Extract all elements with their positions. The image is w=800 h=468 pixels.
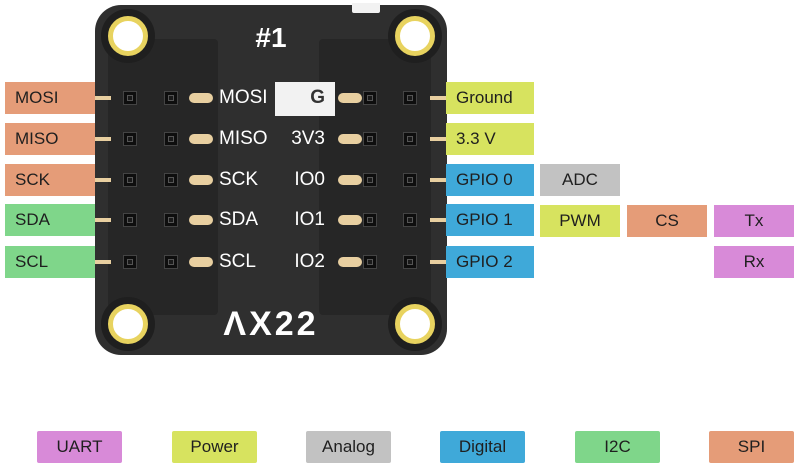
pin-pad (338, 134, 362, 144)
right-pin-tag: 3.3 V (446, 123, 534, 155)
pin-pad (338, 175, 362, 185)
right-pin-tag: GPIO 1 (446, 204, 534, 236)
right-board-pin-label: IO2 (294, 251, 325, 272)
legend-analog: Analog (306, 431, 391, 463)
header-pin (164, 91, 178, 105)
left-pin-tag: MOSI (5, 82, 95, 114)
header-pin (164, 132, 178, 146)
header-pin (403, 173, 417, 187)
mounting-hole-bottom-left (108, 304, 148, 344)
header-pin (363, 173, 377, 187)
header-pin (403, 132, 417, 146)
header-pin (164, 255, 178, 269)
left-pin-tag: MISO (5, 123, 95, 155)
pin-pad (189, 175, 213, 185)
legend-power: Power (172, 431, 257, 463)
legend-digital: Digital (440, 431, 525, 463)
header-pin (123, 173, 137, 187)
legend-spi: SPI (709, 431, 794, 463)
pin-pad (189, 257, 213, 267)
mounting-hole-top-right (395, 16, 435, 56)
left-pin-tag: SCK (5, 164, 95, 196)
header-pin (363, 132, 377, 146)
pin-pad (338, 93, 362, 103)
right-pin-wire (430, 260, 446, 264)
right-pin-wire (430, 96, 446, 100)
pin-pad (189, 134, 213, 144)
left-board-pin-label: SCK (219, 169, 259, 190)
left-board-pin-label: MISO (219, 128, 268, 149)
left-pin-wire (95, 218, 111, 222)
right-board-pin-label: IO1 (294, 209, 325, 230)
left-pin-wire (95, 260, 111, 264)
pin-pad (189, 215, 213, 225)
header-pin (123, 91, 137, 105)
header-pin (363, 213, 377, 227)
right-pin-wire (430, 137, 446, 141)
left-board-pin-label: SDA (219, 209, 259, 230)
breakout-board: #1 ΛX22 (95, 3, 447, 355)
header-pin (403, 213, 417, 227)
right-board-pin-label: G (310, 87, 325, 108)
alt-tx-tag: Tx (714, 205, 794, 237)
header-pin (403, 91, 417, 105)
header-pin (164, 173, 178, 187)
left-pin-wire (95, 96, 111, 100)
right-board-pin-label: 3V3 (291, 128, 325, 149)
left-pin-tag: SDA (5, 204, 95, 236)
header-pin (123, 255, 137, 269)
right-pin-wire (430, 178, 446, 182)
pin-pad (338, 215, 362, 225)
board-brand-logo: ΛX22 (223, 305, 319, 343)
alt-rx-tag: Rx (714, 246, 794, 278)
header-pin (123, 132, 137, 146)
pin-pad (338, 257, 362, 267)
board-title: #1 (255, 22, 287, 53)
left-pin-wire (95, 178, 111, 182)
left-board-pin-label: MOSI (219, 87, 268, 108)
right-pin-tag: GPIO 0 (446, 164, 534, 196)
legend-i2c: I2C (575, 431, 660, 463)
header-pin (164, 213, 178, 227)
right-board-pin-label: IO0 (294, 169, 325, 190)
alt-pwm-tag: PWM (540, 205, 620, 237)
mounting-hole-top-left (108, 16, 148, 56)
right-pin-wire (430, 218, 446, 222)
header-pin (363, 255, 377, 269)
header-pin (363, 91, 377, 105)
alt-cs-tag: CS (627, 205, 707, 237)
right-pin-tag: GPIO 2 (446, 246, 534, 278)
pin-pad (189, 93, 213, 103)
mounting-hole-bottom-right (395, 304, 435, 344)
right-pin-tag: Ground (446, 82, 534, 114)
left-pin-tag: SCL (5, 246, 95, 278)
legend-uart: UART (37, 431, 122, 463)
alt-adc-tag: ADC (540, 164, 620, 196)
header-pin (123, 213, 137, 227)
left-board-pin-label: SCL (219, 251, 256, 272)
header-pin (403, 255, 417, 269)
left-pin-wire (95, 137, 111, 141)
ground-label-highlight (275, 82, 335, 116)
board-notch (352, 3, 380, 13)
